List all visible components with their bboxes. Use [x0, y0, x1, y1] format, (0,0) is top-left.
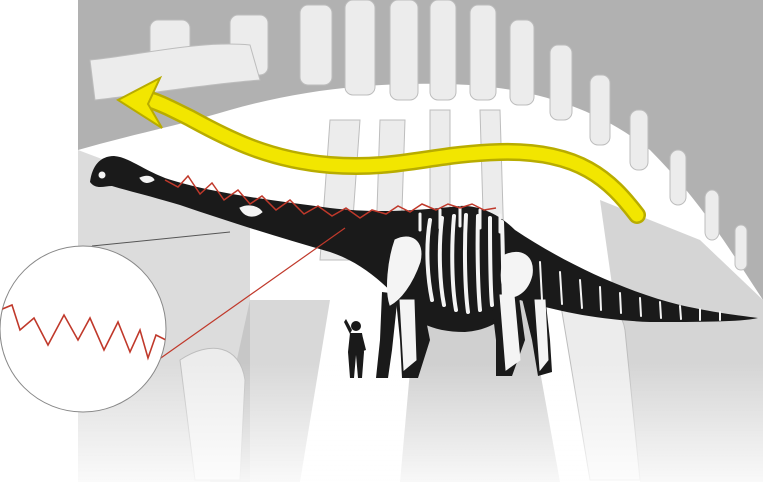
magnifier-inset: [0, 246, 166, 412]
